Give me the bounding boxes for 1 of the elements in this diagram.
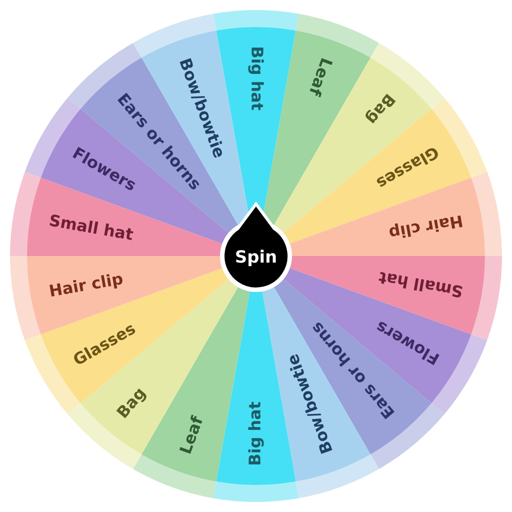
spin-button: Spin — [222, 202, 290, 290]
